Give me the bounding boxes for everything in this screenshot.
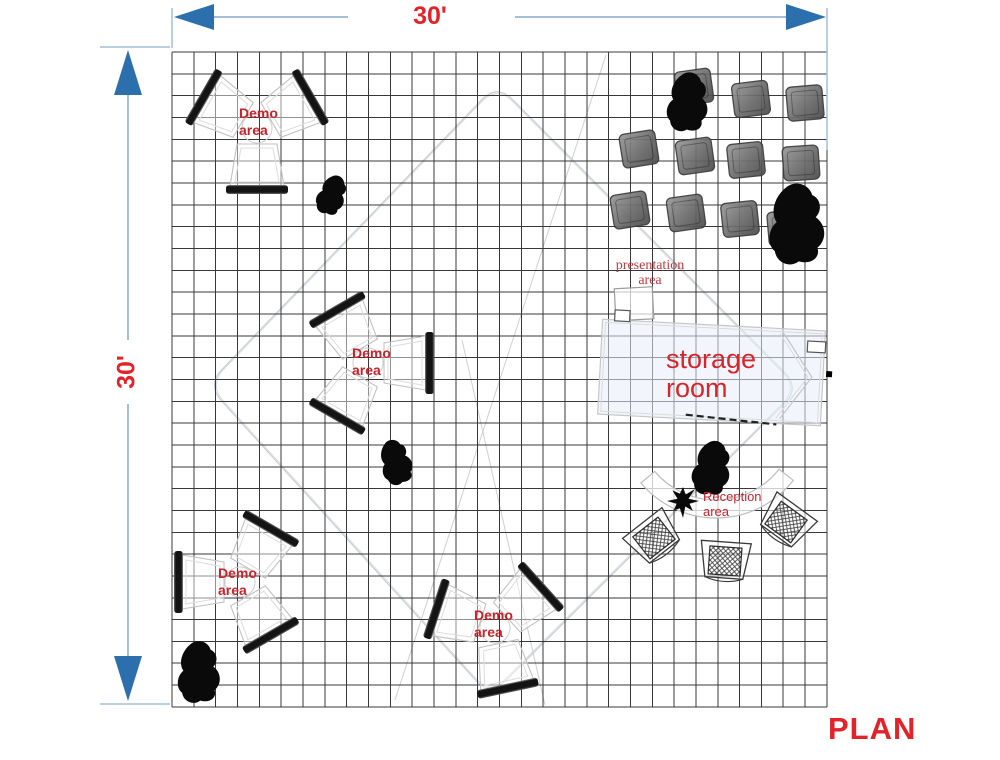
left-dimension-label: 30': [112, 355, 141, 389]
top-dimension-label: 30': [413, 2, 447, 30]
plan-title: PLAN: [828, 711, 917, 746]
